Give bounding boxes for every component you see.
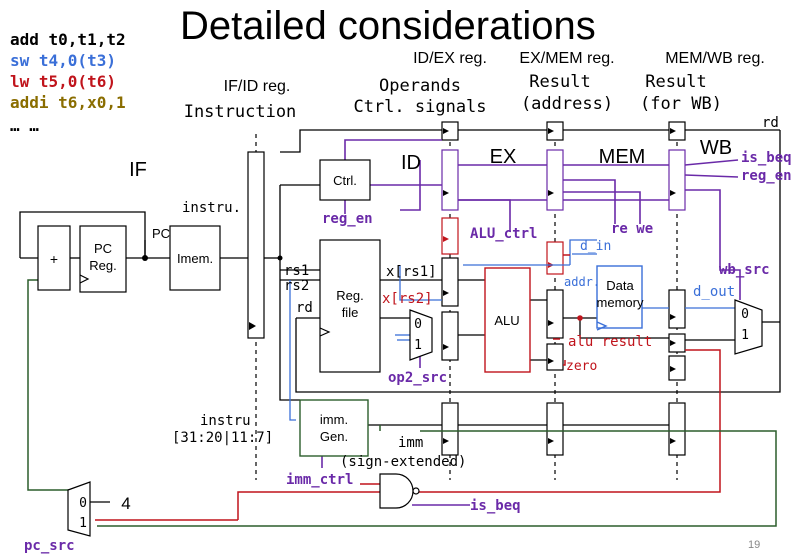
diagram-text-layer: IF/ID reg. ID/EX reg. EX/MEM reg. MEM/WB re… <box>24 50 792 554</box>
rs1-label: rs1 <box>284 263 309 279</box>
wb-mux-1: 1 <box>741 328 749 343</box>
content-address: (address) <box>521 94 613 114</box>
regfile-label-1: Reg. <box>336 288 363 303</box>
content-result-2: Result <box>645 72 706 92</box>
d-out-label: d_out <box>693 284 735 300</box>
pc-reg-label-2: Reg. <box>89 258 116 273</box>
zero-label: zero <box>566 359 597 374</box>
ctrl-label: Ctrl. <box>333 173 357 188</box>
imm-ctrl-signal: imm_ctrl <box>286 472 353 488</box>
pc-src-mux <box>67 481 91 537</box>
regfile-label-2: file <box>342 305 359 320</box>
addr-label: addr. <box>564 275 600 289</box>
op2-mux-0: 0 <box>414 317 422 332</box>
and-gate <box>379 473 420 509</box>
rd-in-label: rd <box>296 300 313 316</box>
datamem-label-1: Data <box>606 278 634 293</box>
pc-src-mux-0: 0 <box>79 496 87 511</box>
stage-wb: WB <box>700 137 732 159</box>
stage-ex: EX <box>490 146 517 168</box>
slide-title: Detailed considerations <box>180 4 596 48</box>
reg-header-id-ex: ID/EX reg. <box>413 50 487 67</box>
pc-src-signal: pc_src <box>24 538 75 554</box>
content-instruction: Instruction <box>184 102 297 122</box>
pc-small-label: PC <box>152 226 170 241</box>
wb-mux <box>734 299 763 355</box>
ctrl-block <box>319 159 371 201</box>
content-ctrl-signals: Ctrl. signals <box>353 97 486 117</box>
junction-dots <box>277 255 583 321</box>
imem-label: Imem. <box>177 251 213 266</box>
re-we-signal: re we <box>611 221 653 237</box>
adder-block <box>37 225 71 291</box>
datamem-label-2: memory <box>597 295 644 310</box>
alu-ctrl-signal: ALU_ctrl <box>470 226 537 242</box>
code-line: … … <box>10 116 39 135</box>
reg-header-mem-wb: MEM/WB reg. <box>665 50 765 67</box>
sign-ext-label: (sign-extended) <box>340 454 466 470</box>
stage-if: IF <box>129 159 147 181</box>
instru-label: instru. <box>182 200 241 216</box>
code-line: sw t4,0(t3) <box>10 51 116 70</box>
instru-bits-label: instru <box>200 413 251 429</box>
alu-result-label: alu result <box>568 334 652 350</box>
data-memory-block <box>596 265 643 331</box>
plus-label: + <box>50 251 58 267</box>
rs2-label: rs2 <box>284 278 309 294</box>
wb-mux-0: 0 <box>741 307 749 322</box>
code-line: add t0,t1,t2 <box>10 30 126 49</box>
op2-src-signal: op2_src <box>388 370 447 386</box>
content-operands: Operands <box>379 76 461 96</box>
op2-mux-1: 1 <box>414 338 422 353</box>
alu-label: ALU <box>494 313 519 328</box>
const-4-label: 4 <box>121 494 130 513</box>
stage-mem: MEM <box>599 146 646 168</box>
reg-header-if-id: IF/ID reg. <box>224 78 291 95</box>
reg-en-signal: reg_en <box>322 211 373 227</box>
immgen-label-2: Gen. <box>320 429 348 444</box>
content-result-1: Result <box>529 72 590 92</box>
red-wires <box>95 254 721 521</box>
code-line: lw t5,0(t6) <box>10 72 116 91</box>
pc-junction-dot <box>142 255 148 261</box>
code-line: addi t6,x0,1 <box>10 93 126 112</box>
imem-block <box>169 225 221 291</box>
control-wires <box>321 139 741 506</box>
pc-register-block <box>79 225 127 293</box>
pipeline-register-cells <box>247 121 686 456</box>
immgen-block <box>299 399 369 457</box>
blue-wires <box>289 239 735 421</box>
reg-header-ex-mem: EX/MEM reg. <box>519 50 614 67</box>
if-id-register <box>247 151 265 339</box>
op2-mux <box>409 309 433 361</box>
pc-reg-label-1: PC <box>94 241 112 256</box>
is-beq-bottom-signal: is_beq <box>470 498 521 514</box>
regfile-block <box>319 239 381 373</box>
register-clock-marks <box>249 128 676 444</box>
bits-range-label: [31:20|11:7] <box>172 430 273 446</box>
green-wires <box>27 279 777 527</box>
xrs2-label: x[rs2] <box>382 291 433 307</box>
datapath-wires <box>19 129 781 503</box>
immgen-label-1: imm. <box>320 412 348 427</box>
d-in-label: d_in <box>580 239 611 254</box>
reg-en-right-signal: reg_en <box>741 168 792 184</box>
pc-src-mux-1: 1 <box>79 516 87 531</box>
rd-top-label: rd <box>762 115 779 131</box>
wb-src-signal: wb_src <box>719 262 770 278</box>
content-for-wb: (for WB) <box>640 94 722 114</box>
imm-label: imm <box>398 435 423 451</box>
stage-id: ID <box>401 152 421 174</box>
is-beq-signal: is_beq <box>741 150 792 166</box>
xrs1-label: x[rs1] <box>386 264 437 280</box>
page-number: 19 <box>748 539 761 551</box>
alu-block <box>484 267 531 373</box>
